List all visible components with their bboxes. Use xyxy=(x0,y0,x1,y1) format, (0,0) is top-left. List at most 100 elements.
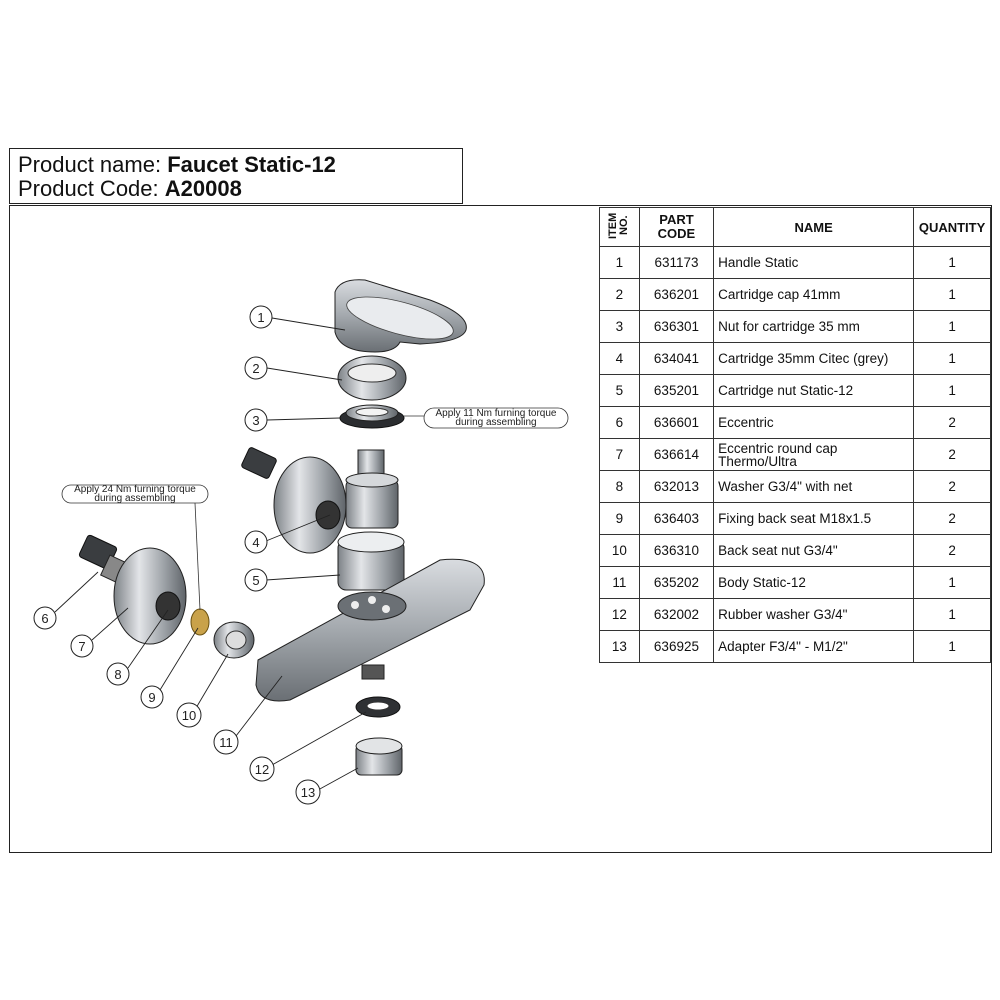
cell-quantity: 2 xyxy=(913,502,991,535)
product-code-label: Product Code: xyxy=(18,176,165,201)
cell-item-no: 1 xyxy=(599,246,640,279)
balloon-7: 7 xyxy=(70,634,94,658)
balloon-4: 4 xyxy=(244,530,268,554)
header-name: NAME xyxy=(713,207,915,247)
part-cartridge-cap xyxy=(337,355,407,401)
balloon-6-text: 6 xyxy=(41,611,48,626)
balloon-12-text: 12 xyxy=(255,762,269,777)
cell-quantity: 1 xyxy=(913,374,991,407)
part-cartridge-body-nut xyxy=(337,531,405,591)
cell-item-no: 7 xyxy=(599,438,640,471)
cell-item-no: 5 xyxy=(599,374,640,407)
part-adapter xyxy=(355,737,403,776)
cell-item-no: 13 xyxy=(599,630,640,663)
torque-24-line2: during assembling xyxy=(94,493,175,504)
cell-name: Body Static-12 xyxy=(713,566,915,599)
cell-name: Fixing back seat M18x1.5 xyxy=(713,502,915,535)
part-cartridge xyxy=(345,449,399,529)
cell-item-no: 11 xyxy=(599,566,640,599)
cell-part-code: 634041 xyxy=(638,342,715,375)
cell-part-code: 632002 xyxy=(638,598,715,631)
torque-callout-11nm: Apply 11 Nm furning torque during assemb… xyxy=(404,407,569,429)
cell-part-code: 636201 xyxy=(638,278,715,311)
cell-item-no: 8 xyxy=(599,470,640,503)
header-item-no: ITEM NO. xyxy=(599,207,640,247)
cell-name: Nut for cartridge 35 mm xyxy=(713,310,915,343)
torque-11-line2: during assembling xyxy=(455,417,536,428)
cell-quantity: 2 xyxy=(913,438,991,471)
cell-name: Back seat nut G3/4" xyxy=(713,534,915,567)
cell-item-no: 9 xyxy=(599,502,640,535)
product-code-value: A20008 xyxy=(164,176,242,201)
cell-part-code: 636301 xyxy=(638,310,715,343)
balloon-9: 9 xyxy=(140,685,164,709)
header-quantity: QUANTITY xyxy=(913,207,991,247)
exploded-diagram: Apply 11 Nm furning torque during assemb… xyxy=(33,279,569,805)
balloon-3-text: 3 xyxy=(252,413,259,428)
balloon-10: 10 xyxy=(176,702,202,728)
part-eccentric-right xyxy=(241,447,347,554)
cell-name: Cartridge 35mm Citec (grey) xyxy=(713,342,915,375)
balloon-5: 5 xyxy=(244,568,268,592)
part-handle xyxy=(334,279,467,353)
balloon-2: 2 xyxy=(244,356,268,380)
cell-part-code: 632013 xyxy=(638,470,715,503)
cell-quantity: 1 xyxy=(913,310,991,343)
cell-part-code: 631173 xyxy=(638,246,715,279)
balloons: 1 2 3 4 5 6 7 8 9 10 11 12 13 xyxy=(33,305,321,805)
drawing-frame xyxy=(9,205,992,853)
product-code-line: Product Code: A20008 xyxy=(18,177,454,201)
cell-part-code: 636310 xyxy=(638,534,715,567)
cell-item-no: 10 xyxy=(599,534,640,567)
part-cartridge-nut xyxy=(339,404,405,429)
leader-lines xyxy=(54,317,367,791)
cell-quantity: 1 xyxy=(913,566,991,599)
cell-name: Rubber washer G3/4" xyxy=(713,598,915,631)
cell-item-no: 3 xyxy=(599,310,640,343)
balloon-8-text: 8 xyxy=(114,667,121,682)
cell-quantity: 2 xyxy=(913,470,991,503)
product-header: Product name: Faucet Static-12 Product C… xyxy=(9,148,463,204)
torque-24-line1: Apply 24 Nm furning torque xyxy=(74,484,196,495)
balloon-1: 1 xyxy=(249,305,273,329)
cell-part-code: 635201 xyxy=(638,374,715,407)
cell-part-code: 635202 xyxy=(638,566,715,599)
cell-part-code: 636925 xyxy=(638,630,715,663)
cell-name: Cartridge nut Static-12 xyxy=(713,374,915,407)
balloon-13-text: 13 xyxy=(301,785,315,800)
balloon-11: 11 xyxy=(213,729,239,755)
balloon-6: 6 xyxy=(33,606,57,630)
product-name-line: Product name: Faucet Static-12 xyxy=(18,153,454,177)
cell-item-no: 12 xyxy=(599,598,640,631)
cell-quantity: 2 xyxy=(913,534,991,567)
balloon-3: 3 xyxy=(244,408,268,432)
cell-quantity: 1 xyxy=(913,630,991,663)
balloon-2-text: 2 xyxy=(252,361,259,376)
cell-name: Cartridge cap 41mm xyxy=(713,278,915,311)
balloon-7-text: 7 xyxy=(78,639,85,654)
cell-part-code: 636614 xyxy=(638,438,715,471)
cell-quantity: 2 xyxy=(913,406,991,439)
cell-part-code: 636403 xyxy=(638,502,715,535)
balloon-9-text: 9 xyxy=(148,690,155,705)
torque-callout-24nm: Apply 24 Nm furning torque during assemb… xyxy=(61,484,209,611)
cell-name: Eccentric xyxy=(713,406,915,439)
part-fixing-back-seat xyxy=(190,608,210,636)
part-body xyxy=(255,558,485,702)
torque-11-line1: Apply 11 Nm furning torque xyxy=(436,408,557,419)
cell-quantity: 1 xyxy=(913,598,991,631)
